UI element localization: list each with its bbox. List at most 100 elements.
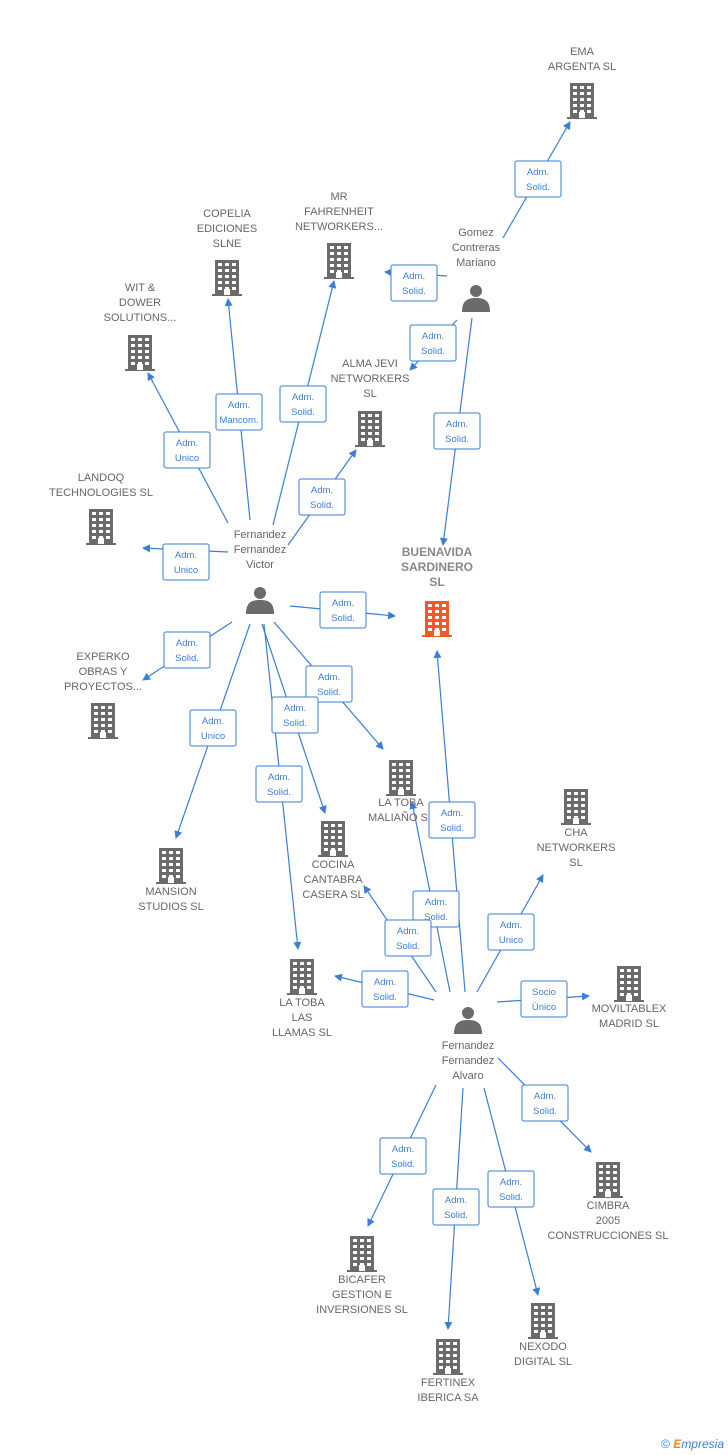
node-label: NETWORKERS	[537, 842, 616, 854]
relation-label-text: Unico	[174, 565, 198, 576]
relation-label-text: Unico	[499, 935, 523, 946]
node-label: CIMBRA	[587, 1200, 630, 1212]
node-label: Fernandez	[234, 529, 287, 541]
relation-label[interactable]: Adm.Unico	[163, 431, 211, 469]
person-icon	[246, 587, 274, 614]
relation-label[interactable]: Adm.Solid.	[163, 631, 211, 669]
relation-label-box	[163, 431, 211, 469]
relation-label[interactable]: Adm.Solid.	[428, 801, 476, 839]
building-icon	[287, 959, 317, 995]
relation-label[interactable]: Adm.Solid.	[361, 970, 409, 1008]
building-icon	[567, 83, 597, 119]
relation-label[interactable]: Adm.Solid.	[305, 665, 353, 703]
relation-label-text: Adm.	[425, 897, 447, 908]
relation-label-text: Solid.	[267, 787, 291, 798]
relation-label[interactable]: Adm. Solid.	[432, 1188, 480, 1226]
node-label: Fernandez	[234, 544, 287, 556]
relation-label-text: Solid.	[444, 1210, 468, 1221]
relation-label[interactable]: Adm.Solid.	[379, 1137, 427, 1175]
node-label: FERTINEX	[421, 1377, 476, 1389]
building-icon	[386, 760, 416, 796]
node-label: NETWORKERS	[331, 373, 410, 385]
node-label: BUENAVIDA	[402, 545, 473, 559]
relation-label[interactable]: Adm.Solid.	[384, 919, 432, 957]
relation-label[interactable]: Adm.Solid.	[487, 1170, 535, 1208]
relation-label[interactable]: Adm.Solid.	[298, 478, 346, 516]
node-label: EXPERKO	[76, 651, 130, 663]
relation-label-text: Adm.	[422, 331, 444, 342]
node-label: TECHNOLOGIES SL	[49, 487, 153, 499]
node-label: WIT &	[125, 282, 156, 294]
relation-label[interactable]: Adm.Unico	[487, 913, 535, 951]
relation-label[interactable]: Adm.Solid.	[514, 160, 562, 198]
relation-label-text: Adm.	[527, 167, 549, 178]
relation-label-box	[390, 264, 438, 302]
node-label: CONSTRUCCIONES SL	[547, 1230, 668, 1242]
relation-label-text: Solid.	[424, 912, 448, 923]
relation-label[interactable]: Adm. Solid.	[255, 765, 303, 803]
relation-label-text: Adm.	[268, 772, 290, 783]
relation-label-box	[487, 913, 535, 951]
relation-label[interactable]: Adm.Solid.	[279, 385, 327, 423]
relation-label[interactable]: Adm.Solid.	[433, 412, 481, 450]
node-label: MANSION	[145, 886, 196, 898]
relation-label-text: Único	[532, 1002, 556, 1013]
company-node-mr[interactable]: MRFAHRENHEITNETWORKERS...	[295, 191, 383, 279]
relation-label-text: Adm.	[374, 977, 396, 988]
relation-label-text: Adm.	[446, 419, 468, 430]
node-label: MOVILTABLEX	[592, 1003, 667, 1015]
relation-label-box	[433, 412, 481, 450]
relation-label-text: Unico	[175, 453, 199, 464]
relation-label[interactable]: Adm.Solid.	[319, 591, 367, 629]
relation-label-box	[189, 709, 237, 747]
relation-label-text: Adm.	[175, 550, 197, 561]
node-label: SL	[429, 575, 444, 589]
relation-label[interactable]: Adm.Solid.	[409, 324, 457, 362]
relation-label-text: Adm.	[445, 1195, 467, 1206]
relation-label-text: Socio	[532, 987, 556, 998]
relation-label[interactable]: Adm.Unico	[189, 709, 237, 747]
node-label: PROYECTOS...	[64, 681, 142, 693]
node-label: GESTION E	[332, 1289, 392, 1301]
relation-label-text: Mancom.	[219, 415, 258, 426]
node-label: Contreras	[452, 242, 501, 254]
relation-label-box	[162, 543, 210, 581]
footer-brand[interactable]: © Empresia	[661, 1437, 724, 1451]
person-icon	[454, 1007, 482, 1034]
relation-label-box	[279, 385, 327, 423]
relation-label-text: Adm.	[318, 672, 340, 683]
relation-label[interactable]: Adm.Solid.	[390, 264, 438, 302]
relation-label-text: Adm.	[441, 808, 463, 819]
company-node-wit[interactable]: WIT &DOWERSOLUTIONS...	[104, 282, 177, 371]
building-icon	[212, 260, 242, 296]
relation-label-text: Adm.	[392, 1144, 414, 1155]
relation-label[interactable]: Adm.Solid.	[521, 1084, 569, 1122]
relation-label-box	[521, 1084, 569, 1122]
relation-label-text: Solid.	[310, 500, 334, 511]
relation-label[interactable]: Adm.Mancom.	[215, 393, 263, 431]
relation-label[interactable]: Adm. Solid.	[412, 890, 460, 928]
relation-label[interactable]: Adm.Solid.	[271, 696, 319, 734]
relation-label-text: Solid.	[331, 613, 355, 624]
relation-label[interactable]: Adm. Unico	[162, 543, 210, 581]
